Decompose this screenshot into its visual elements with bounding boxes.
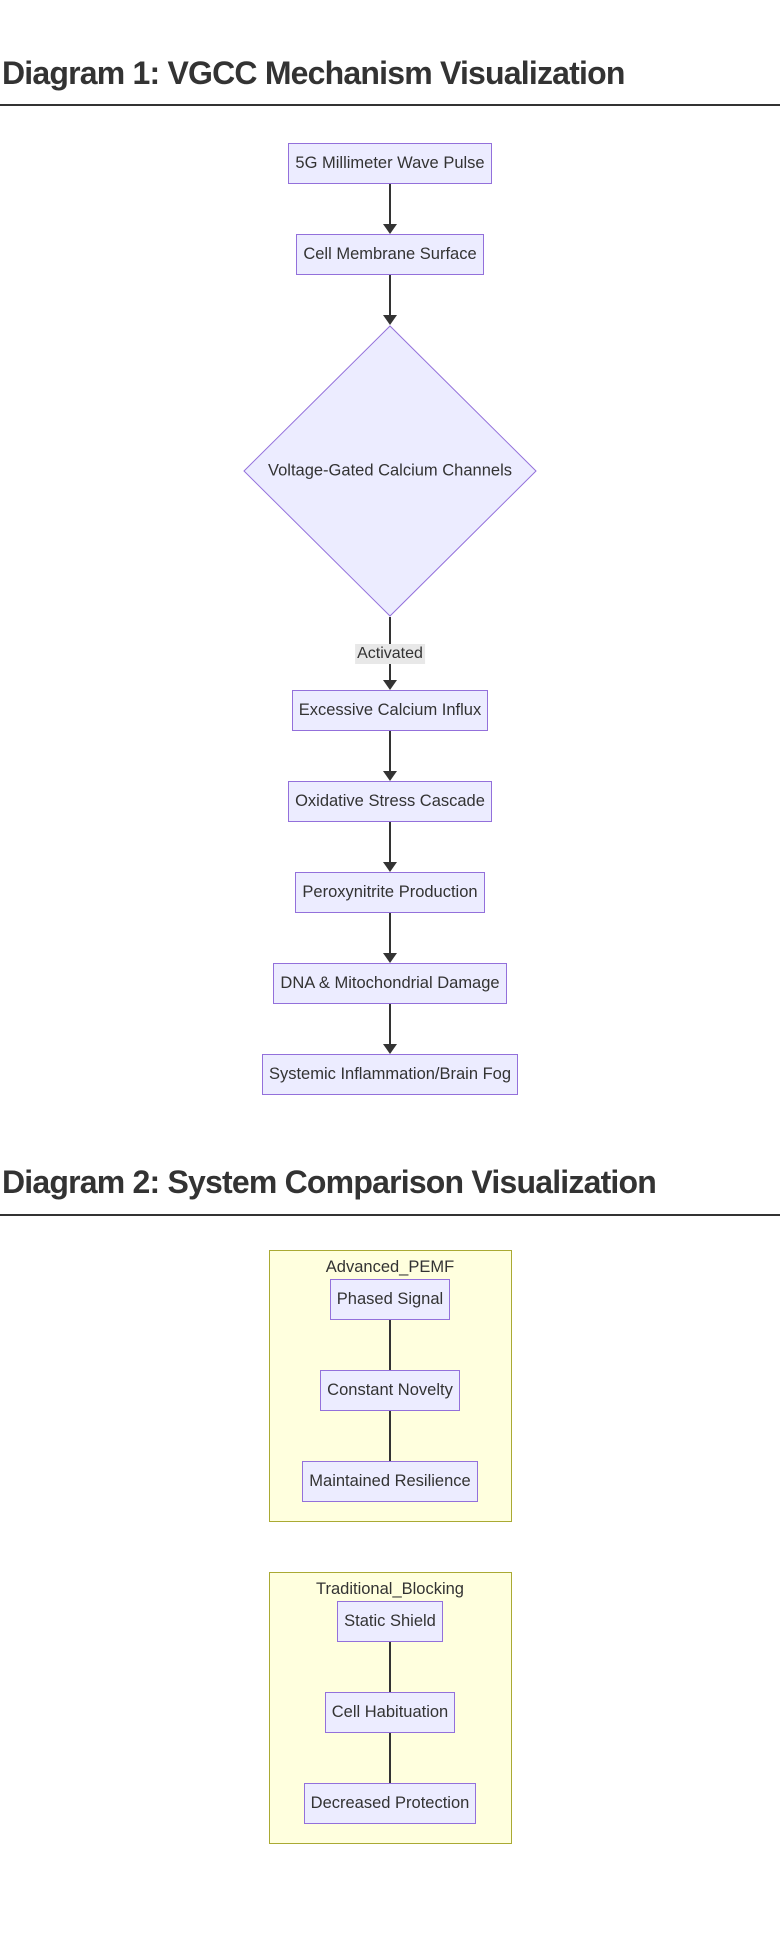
- flow-node-phased-signal: Phased Signal: [329, 1278, 451, 1320]
- arrow-connector: [382, 1004, 398, 1055]
- arrowhead-icon: [383, 680, 397, 691]
- flow-node-constant-novelty: Constant Novelty: [320, 1369, 460, 1411]
- plain-connector: [382, 1410, 398, 1461]
- subgraph-advanced-pemf: Advanced_PEMF Phased Signal Constant Nov…: [268, 1249, 512, 1522]
- plain-connector: [382, 1319, 398, 1370]
- flow-node-maintained-resilience: Maintained Resilience: [302, 1460, 478, 1502]
- arrowhead-icon: [383, 224, 397, 235]
- arrowhead-icon: [383, 862, 397, 873]
- diagram1-title: Diagram 1: VGCC Mechanism Visualization: [0, 54, 780, 107]
- decision-node-vgcc: Voltage-Gated Calcium Channels: [243, 325, 537, 618]
- edge-line: [389, 1004, 391, 1045]
- arrowhead-icon: [383, 953, 397, 964]
- edge-line: [389, 1410, 391, 1461]
- arrow-connector: [382, 822, 398, 873]
- subgraph-title: Advanced_PEMF: [325, 1257, 455, 1276]
- diamond-shape: [243, 325, 537, 618]
- flow-node-decreased-protection: Decreased Protection: [303, 1782, 477, 1824]
- subgraph-title: Traditional_Blocking: [316, 1579, 464, 1598]
- arrowhead-icon: [383, 771, 397, 782]
- edge-line: [389, 731, 391, 772]
- flow-node-5g-pulse: 5G Millimeter Wave Pulse: [288, 143, 492, 185]
- decision-node-label: Voltage-Gated Calcium Channels: [268, 461, 512, 480]
- edge-line: [389, 184, 391, 225]
- arrow-connector: [382, 184, 398, 235]
- plain-connector: [382, 1732, 398, 1783]
- edge-line: [389, 1732, 391, 1783]
- arrowhead-icon: [383, 315, 397, 326]
- flow-node-cell-habituation: Cell Habituation: [324, 1691, 456, 1733]
- subgraph-traditional-blocking: Traditional_Blocking Static Shield Cell …: [268, 1571, 512, 1844]
- flow-node-static-shield: Static Shield: [337, 1600, 443, 1642]
- flow-node-systemic-inflammation: Systemic Inflammation/Brain Fog: [261, 1054, 519, 1096]
- vgcc-mechanism-flowchart: 5G Millimeter Wave Pulse Cell Membrane S…: [0, 143, 780, 1096]
- edge-line: [389, 275, 391, 316]
- flow-node-dna-damage: DNA & Mitochondrial Damage: [273, 963, 507, 1005]
- flow-node-calcium-influx: Excessive Calcium Influx: [291, 690, 489, 732]
- arrowhead-icon: [383, 1044, 397, 1055]
- flow-node-cell-membrane: Cell Membrane Surface: [296, 234, 484, 276]
- arrow-connector: [382, 275, 398, 326]
- edge-line: [389, 822, 391, 863]
- plain-connector: [382, 1641, 398, 1692]
- edge-line: [389, 913, 391, 954]
- edge-line: [389, 1319, 391, 1370]
- diagram2-title: Diagram 2: System Comparison Visualizati…: [0, 1163, 780, 1216]
- flow-node-oxidative-stress: Oxidative Stress Cascade: [288, 781, 492, 823]
- edge-label-activated: Activated: [355, 644, 425, 665]
- arrow-connector: [382, 731, 398, 782]
- labeled-arrow-connector: Activated: [355, 617, 425, 691]
- edge-line: [389, 1641, 391, 1692]
- flow-node-peroxynitrite: Peroxynitrite Production: [295, 872, 485, 914]
- arrow-connector: [382, 913, 398, 964]
